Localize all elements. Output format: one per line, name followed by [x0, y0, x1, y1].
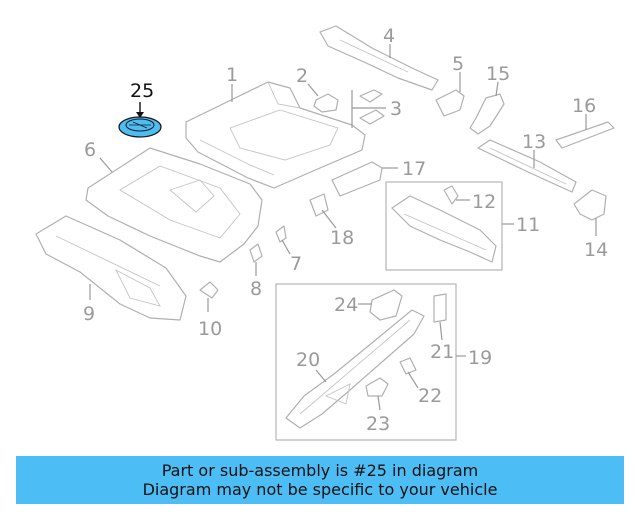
- leader-7: [281, 239, 291, 255]
- subassembly-11-box: [385, 181, 503, 271]
- part-24-bracket[interactable]: [369, 289, 403, 321]
- part-22-clip[interactable]: [399, 357, 417, 375]
- part-14-bracket[interactable]: [573, 189, 607, 221]
- callout-16: 16: [572, 95, 596, 117]
- callout-21: 21: [430, 341, 454, 363]
- part-25-plug[interactable]: [118, 116, 162, 138]
- callout-23: 23: [366, 413, 390, 435]
- callout-20: 20: [296, 349, 320, 371]
- leader-25-arrow: [136, 112, 144, 118]
- callout-24: 24: [334, 294, 358, 316]
- callout-18: 18: [330, 227, 354, 249]
- part-2-bracket[interactable]: [313, 93, 339, 113]
- leader-15: [495, 81, 499, 97]
- leader-23: [377, 395, 381, 411]
- callout-10: 10: [198, 318, 222, 340]
- callout-9: 9: [83, 303, 95, 325]
- banner-line-2: Diagram may not be specific to your vehi…: [142, 480, 498, 499]
- leader-21: [439, 321, 443, 341]
- part-3-brackets[interactable]: [359, 89, 385, 125]
- part-9-rear-panel[interactable]: [35, 215, 187, 321]
- leader-6: [99, 157, 113, 173]
- callout-13: 13: [522, 131, 546, 153]
- callout-25: 25: [130, 80, 154, 102]
- callout-22: 22: [418, 385, 442, 407]
- callout-3: 3: [390, 98, 402, 120]
- part-10-bracket[interactable]: [199, 281, 219, 299]
- part-6-rear-floor[interactable]: [85, 147, 263, 263]
- callout-1: 1: [226, 64, 238, 86]
- callout-15: 15: [486, 63, 510, 85]
- callout-14: 14: [584, 239, 608, 261]
- part-17-member[interactable]: [331, 161, 383, 197]
- callout-6: 6: [84, 139, 96, 161]
- part-13-rail[interactable]: [477, 139, 577, 193]
- callout-5: 5: [452, 53, 464, 75]
- callout-8: 8: [250, 278, 262, 300]
- part-12-clip[interactable]: [443, 185, 459, 205]
- leader-3: [351, 90, 386, 128]
- callout-7: 7: [290, 253, 302, 275]
- part-23-bracket[interactable]: [365, 377, 389, 397]
- callout-4: 4: [383, 25, 395, 47]
- callout-11: 11: [516, 214, 540, 236]
- part-8-bracket[interactable]: [249, 243, 263, 263]
- leader-18: [321, 209, 337, 229]
- callout-19: 19: [468, 347, 492, 369]
- leader-22: [407, 371, 419, 389]
- leader-20: [315, 369, 327, 383]
- part-18-bracket[interactable]: [309, 193, 329, 217]
- info-banner: Part or sub-assembly is #25 in diagram D…: [16, 456, 624, 504]
- part-16-bar[interactable]: [555, 121, 615, 149]
- parts-diagram: 25 1 2 3 4 5 15 16: [35, 25, 615, 441]
- part-11-crossmember[interactable]: [391, 195, 497, 263]
- part-4-crossmember[interactable]: [319, 25, 439, 91]
- callout-2: 2: [296, 65, 308, 87]
- callout-17: 17: [402, 158, 426, 180]
- part-15-reinforcement[interactable]: [469, 93, 505, 135]
- subassembly-19-box: [275, 283, 457, 441]
- part-1-floor-pan[interactable]: [185, 81, 366, 189]
- part-5-bracket[interactable]: [435, 89, 465, 117]
- leader-2: [307, 83, 319, 97]
- part-20-side-member[interactable]: [285, 309, 425, 429]
- callout-12: 12: [472, 191, 496, 213]
- part-7-clip[interactable]: [275, 225, 287, 243]
- banner-line-1: Part or sub-assembly is #25 in diagram: [161, 461, 479, 480]
- part-21-plate[interactable]: [433, 293, 447, 323]
